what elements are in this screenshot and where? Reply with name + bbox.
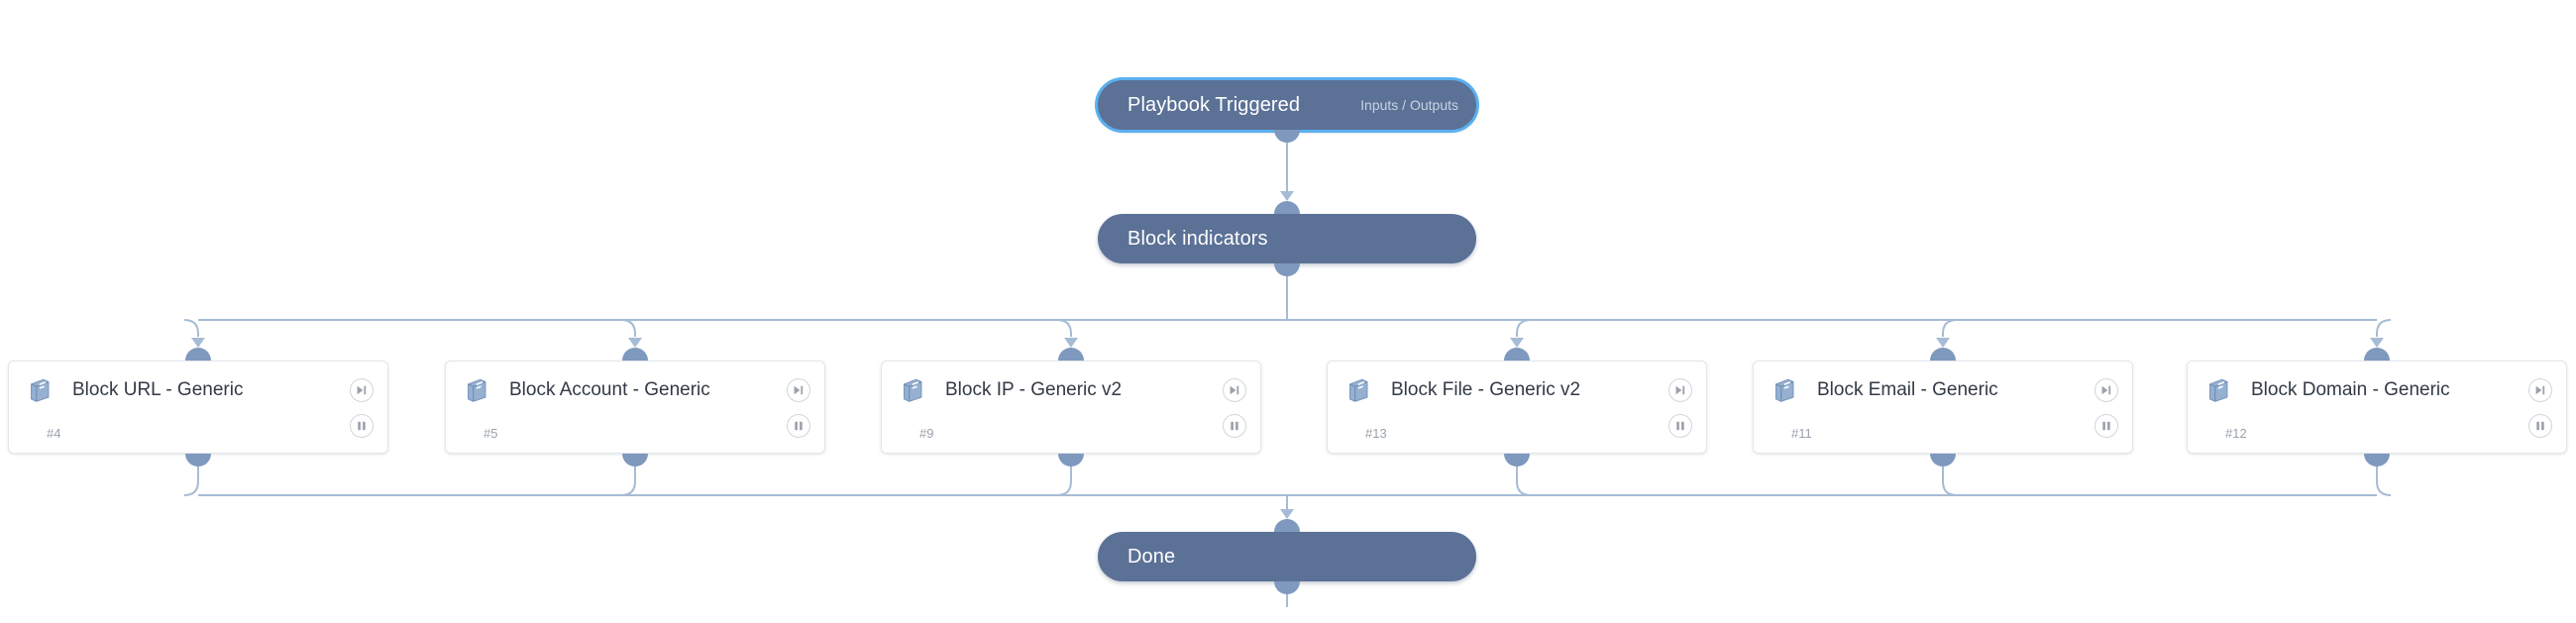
task-pause-button[interactable] [350, 414, 374, 438]
task-card-header: Block URL - Generic [9, 362, 387, 419]
node-playbook-triggered[interactable]: Playbook Triggered Inputs / Outputs [1098, 80, 1476, 130]
task-run-button[interactable] [2094, 378, 2118, 402]
card-input-port[interactable] [1058, 348, 1084, 361]
indicators-output-port[interactable] [1274, 263, 1300, 276]
task-pause-button[interactable] [1668, 414, 1692, 438]
task-title: Block File - Generic v2 [1391, 379, 1581, 400]
task-card-header: Block Email - Generic [1754, 362, 2132, 419]
node-inputs-outputs-label[interactable]: Inputs / Outputs [1360, 97, 1458, 113]
done-input-port[interactable] [1274, 519, 1300, 532]
task-run-button[interactable] [1668, 378, 1692, 402]
node-done[interactable]: Done [1098, 532, 1476, 581]
book-icon [1349, 378, 1368, 402]
task-card[interactable]: Block File - Generic v2 #13 [1327, 361, 1707, 454]
step-forward-icon [2101, 385, 2111, 395]
step-forward-icon [357, 385, 367, 395]
book-icon [2209, 378, 2228, 402]
connector-arrowhead [1510, 338, 1524, 348]
trigger-output-port[interactable] [1274, 130, 1300, 143]
connector-arrowhead [1064, 338, 1078, 348]
task-run-button[interactable] [1223, 378, 1246, 402]
task-card[interactable]: Block IP - Generic v2 #9 [881, 361, 1261, 454]
node-block-indicators[interactable]: Block indicators [1098, 214, 1476, 263]
task-pause-button[interactable] [2528, 414, 2552, 438]
step-forward-icon [794, 385, 804, 395]
connector-arrowhead [2370, 338, 2384, 348]
connector-line [1516, 319, 1532, 337]
card-input-port[interactable] [622, 348, 648, 361]
step-forward-icon [2535, 385, 2545, 395]
connector-line [620, 319, 636, 337]
task-pause-button[interactable] [2094, 414, 2118, 438]
task-title: Block Email - Generic [1817, 379, 1998, 400]
task-title: Block IP - Generic v2 [945, 379, 1123, 400]
task-title: Block Account - Generic [509, 379, 710, 400]
task-id: #9 [919, 426, 934, 441]
book-icon [1775, 378, 1794, 402]
card-output-port[interactable] [1504, 454, 1530, 467]
task-card-header: Block Account - Generic [446, 362, 824, 419]
connector-arrowhead [1280, 509, 1294, 519]
pause-icon [2536, 421, 2544, 431]
task-card-header: Block Domain - Generic [2188, 362, 2566, 419]
task-id: #4 [47, 426, 61, 441]
connector-line [1942, 319, 1958, 337]
task-id: #11 [1791, 426, 1812, 441]
task-title: Block URL - Generic [72, 379, 244, 400]
connector-line [1516, 467, 1532, 496]
connector-line [1942, 467, 1958, 496]
node-title: Done [1127, 545, 1176, 568]
task-run-button[interactable] [2528, 378, 2552, 402]
card-input-port[interactable] [1504, 348, 1530, 361]
card-output-port[interactable] [2364, 454, 2390, 467]
task-run-button[interactable] [787, 378, 810, 402]
card-input-port[interactable] [2364, 348, 2390, 361]
task-card[interactable]: Block Email - Generic #11 [1753, 361, 2133, 454]
connector-arrowhead [191, 338, 205, 348]
task-card[interactable]: Block Domain - Generic #12 [2187, 361, 2567, 454]
connector-line [1056, 319, 1072, 337]
step-forward-icon [1675, 385, 1685, 395]
pause-icon [358, 421, 366, 431]
connector-line [2376, 319, 2392, 337]
task-title: Block Domain - Generic [2251, 379, 2450, 400]
pause-icon [795, 421, 803, 431]
card-output-port[interactable] [1058, 454, 1084, 467]
task-run-button[interactable] [350, 378, 374, 402]
task-id: #12 [2225, 426, 2247, 441]
card-output-port[interactable] [185, 454, 211, 467]
connector-line [183, 467, 199, 496]
task-card-header: Block File - Generic v2 [1328, 362, 1706, 419]
connector-line [620, 467, 636, 496]
task-card-header: Block IP - Generic v2 [882, 362, 1260, 419]
task-pause-button[interactable] [1223, 414, 1246, 438]
connector-line [183, 319, 199, 337]
card-input-port[interactable] [1930, 348, 1956, 361]
indicators-input-port[interactable] [1274, 201, 1300, 214]
card-output-port[interactable] [622, 454, 648, 467]
task-pause-button[interactable] [787, 414, 810, 438]
done-output-port[interactable] [1274, 581, 1300, 594]
connector-arrowhead [628, 338, 642, 348]
pause-icon [1231, 421, 1238, 431]
node-title: Block indicators [1127, 227, 1268, 250]
card-output-port[interactable] [1930, 454, 1956, 467]
pause-icon [1676, 421, 1684, 431]
task-id: #13 [1365, 426, 1387, 441]
book-icon [468, 378, 486, 402]
connector-arrowhead [1936, 338, 1950, 348]
task-card[interactable]: Block URL - Generic #4 [8, 361, 388, 454]
connector-line [1056, 467, 1072, 496]
task-card[interactable]: Block Account - Generic #5 [445, 361, 825, 454]
pause-icon [2102, 421, 2110, 431]
book-icon [904, 378, 922, 402]
task-id: #5 [483, 426, 498, 441]
connector-arrowhead [1280, 191, 1294, 201]
connector-line [2376, 467, 2392, 496]
node-title: Playbook Triggered [1127, 93, 1301, 116]
card-input-port[interactable] [185, 348, 211, 361]
step-forward-icon [1230, 385, 1239, 395]
book-icon [31, 378, 50, 402]
